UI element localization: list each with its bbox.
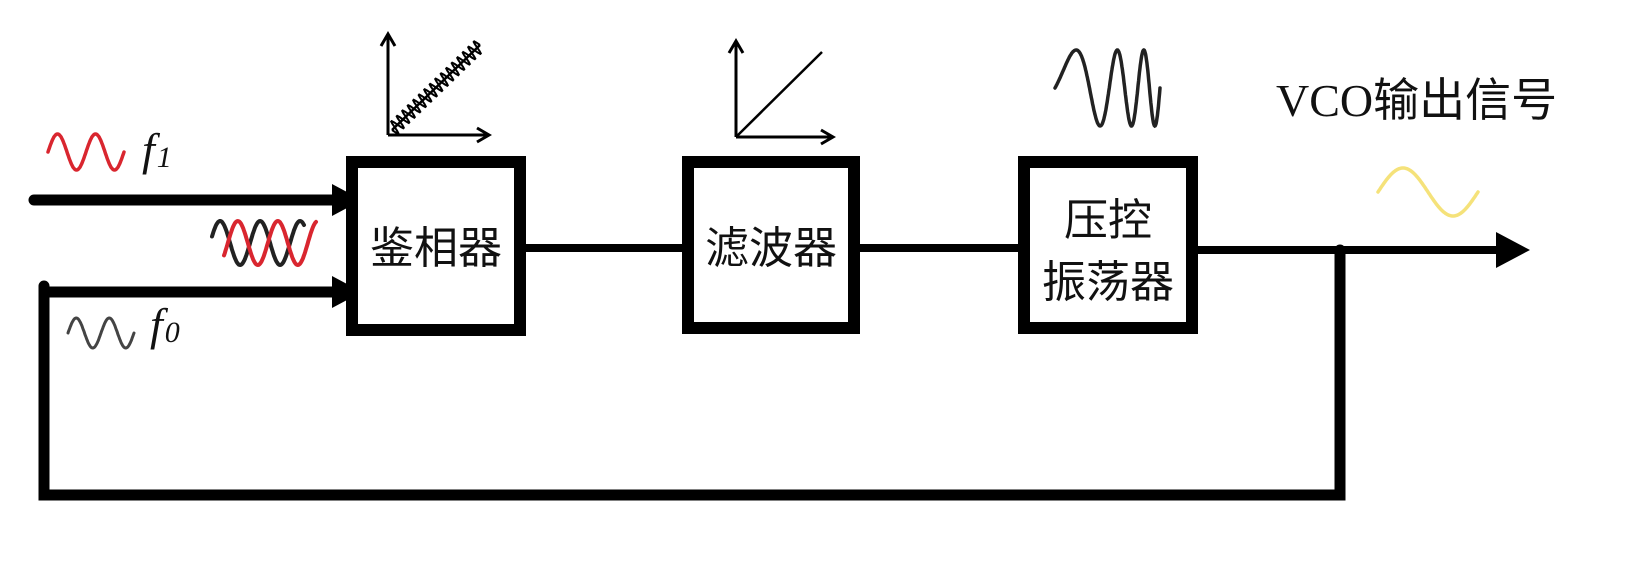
vco-label-line1: 压控 [1064, 195, 1152, 246]
input-frequency-subscript: 1 [157, 141, 172, 174]
vco-block: 压控 振荡器 [1018, 156, 1198, 334]
filter-label: 滤波器 [705, 223, 837, 274]
output-arrowhead [1496, 232, 1530, 268]
filter-output-plot [727, 38, 836, 146]
phase-detector-label: 鉴相器 [370, 223, 502, 274]
vco-output-label: VCO输出信号 [1276, 75, 1557, 126]
filter-block: 滤波器 [682, 156, 860, 334]
vco-chirp-wave [1053, 48, 1162, 129]
vco-label-line2: 振荡器 [1042, 257, 1174, 308]
connections [28, 184, 1530, 501]
overlay-wave-input [222, 218, 318, 268]
input-frequency-label: f1 [142, 124, 172, 175]
plot-noisy-ramp [389, 40, 483, 135]
feedback-frequency-label: f0 [150, 299, 180, 350]
feedback-loop-line [38, 244, 1346, 501]
input-signal: f1 [46, 124, 172, 175]
plot-x-arrow [476, 126, 492, 144]
filter-plot-ramp [735, 51, 823, 138]
feedback-signal: f0 [66, 299, 180, 350]
detector-output-plot [379, 31, 492, 144]
filter-plot-y-arrow [727, 38, 745, 54]
feedback-sine-wave [66, 316, 136, 350]
detector-input-waves [210, 218, 318, 268]
phase-detector-block: 鉴相器 [346, 156, 526, 336]
plot-y-arrow [379, 31, 397, 47]
filter-plot-x-arrow [820, 128, 836, 146]
input-sine-wave [46, 132, 126, 172]
feedback-frequency-subscript: 0 [165, 316, 180, 349]
output-sine-wave [1376, 166, 1480, 218]
